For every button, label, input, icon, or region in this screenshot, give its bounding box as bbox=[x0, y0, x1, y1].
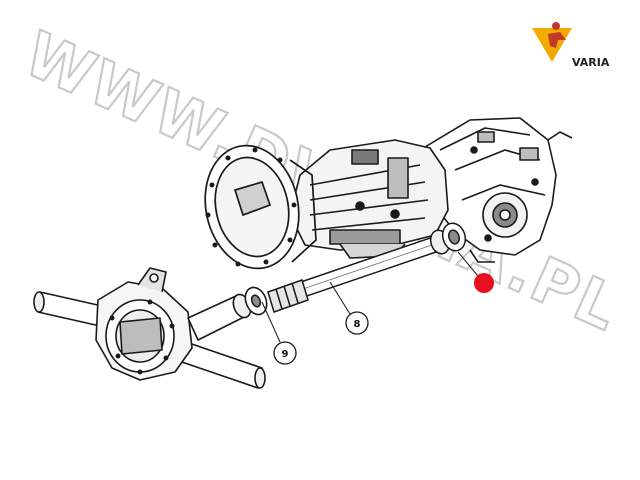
bell-housing bbox=[204, 144, 317, 270]
callout-8-label: 8 bbox=[354, 319, 361, 330]
shaft-bellows bbox=[267, 279, 309, 313]
callout-9: 9 bbox=[261, 301, 297, 365]
red-marker-dot bbox=[474, 273, 494, 293]
logo-figure-icon bbox=[548, 22, 566, 48]
transfer-case bbox=[419, 117, 573, 263]
transmission bbox=[289, 139, 449, 259]
highlight-marker bbox=[457, 251, 494, 293]
varia-logo: VARIA bbox=[532, 22, 610, 69]
front-propeller-shaft bbox=[267, 222, 467, 313]
u-joint-rear bbox=[429, 222, 467, 255]
callout-8: 8 bbox=[329, 281, 369, 335]
logo-text: VARIA bbox=[572, 56, 610, 69]
front-axle bbox=[33, 267, 268, 389]
callout-9-label: 9 bbox=[282, 349, 289, 360]
